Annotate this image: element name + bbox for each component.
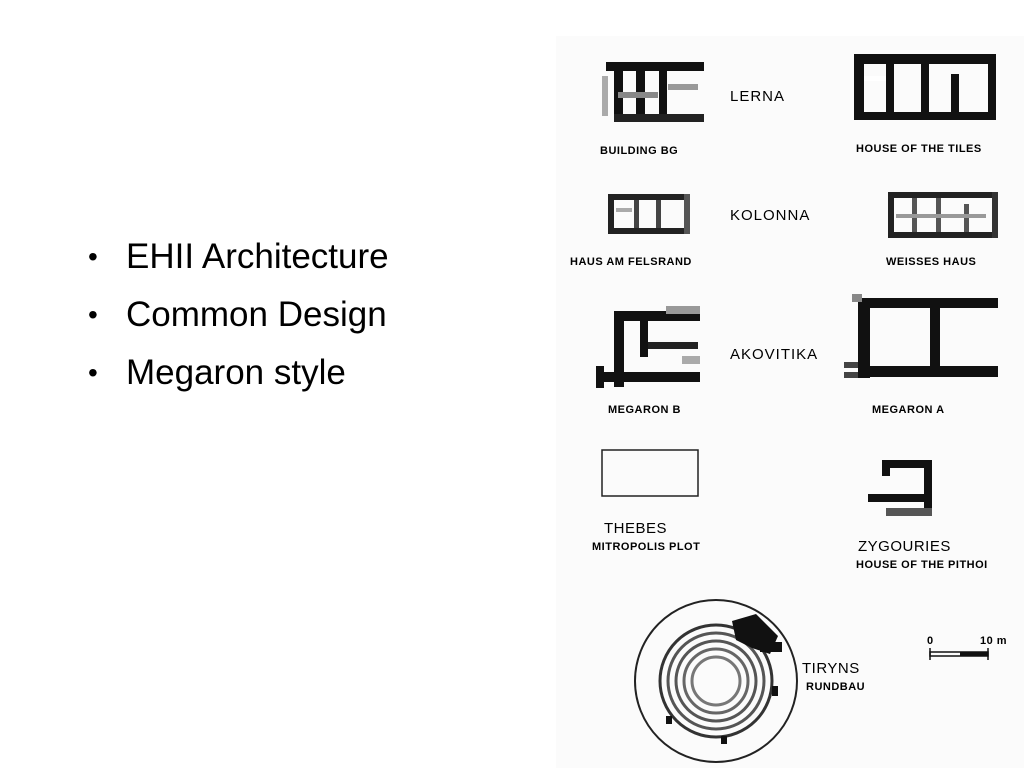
house-of-pithoi-plan — [868, 460, 932, 516]
site-label-tiryns: TIRYNS — [802, 660, 860, 677]
scale-label-zero: 0 — [927, 635, 934, 647]
scale-bar — [929, 648, 989, 660]
bullet-item: EHII Architecture — [88, 228, 389, 286]
mitropolis-plot-outline — [601, 449, 699, 497]
house-of-tiles-plan — [854, 54, 996, 120]
plan-label-mitropolis-plot: MITROPOLIS PLOT — [592, 541, 700, 553]
bullet-item: Megaron style — [88, 344, 389, 402]
plan-label-haus-am-felsrand: HAUS AM FELSRAND — [570, 256, 692, 268]
architectural-plans-figure: LERNA BUILDING BG HOUSE OF THE TILES KOL… — [556, 36, 1024, 768]
plan-label-rundbau: RUNDBAU — [806, 681, 865, 693]
haus-am-felsrand-plan — [608, 194, 690, 234]
plan-label-building-bg: BUILDING BG — [600, 145, 678, 157]
megaron-a-plan — [844, 294, 998, 378]
scale-label-ten: 10 m — [980, 635, 1007, 647]
megaron-b-plan — [596, 306, 700, 388]
site-label-zygouries: ZYGOURIES — [858, 538, 951, 555]
rundbau-plan — [634, 599, 798, 763]
bullet-list: EHII Architecture Common Design Megaron … — [88, 228, 389, 402]
plan-label-house-of-tiles: HOUSE OF THE TILES — [856, 143, 982, 155]
plan-label-megaron-b: MEGARON B — [608, 404, 681, 416]
plan-label-weisses-haus: WEISSES HAUS — [886, 256, 976, 268]
bullet-item: Common Design — [88, 286, 389, 344]
site-label-kolonna: KOLONNA — [730, 207, 810, 224]
plan-label-house-of-pithoi: HOUSE OF THE PITHOI — [856, 559, 988, 571]
site-label-akovitika: AKOVITIKA — [730, 346, 818, 363]
weisses-haus-plan — [888, 192, 998, 238]
building-bg-plan — [602, 62, 704, 122]
plans-svg: LERNA BUILDING BG HOUSE OF THE TILES KOL… — [556, 36, 1024, 768]
site-label-lerna: LERNA — [730, 88, 785, 105]
site-label-thebes: THEBES — [604, 520, 667, 537]
plan-label-megaron-a: MEGARON A — [872, 404, 945, 416]
